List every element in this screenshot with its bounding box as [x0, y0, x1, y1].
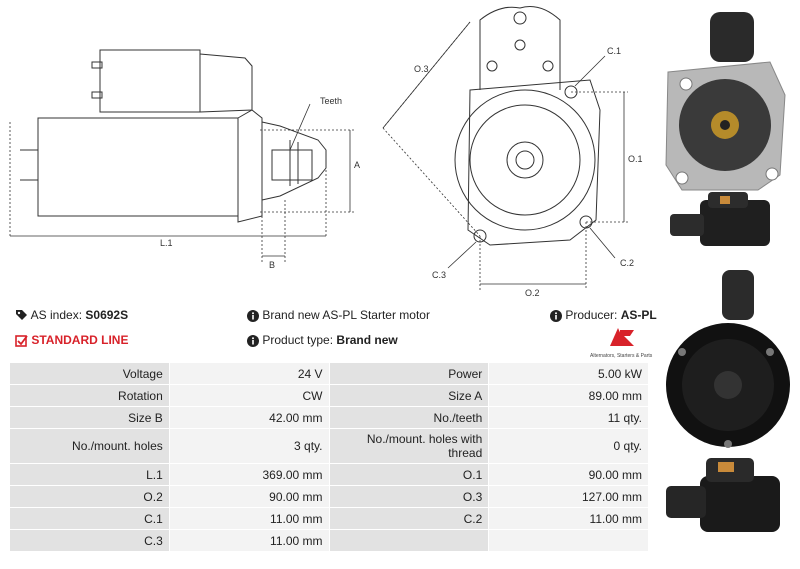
photo-side-1 [670, 192, 770, 246]
label-teeth: Teeth [320, 96, 342, 106]
label-b: B [269, 260, 275, 270]
spec-key: L.1 [10, 464, 169, 485]
technical-drawing: L.1 B A Teeth O.2 O.1 O.3 C.1 C.2 C [9, 6, 643, 298]
spec-value: 3 qty. [169, 429, 329, 463]
label-a: A [354, 160, 360, 170]
spec-value: 11.00 mm [169, 508, 329, 529]
photo-front-flange [665, 12, 786, 191]
tag-icon [16, 310, 27, 321]
spec-key: No./mount. holes [10, 429, 169, 463]
spec-value: 11 qty. [489, 407, 648, 428]
product-type-value: Brand new [336, 333, 398, 347]
product-type-label: Product type: [262, 333, 334, 347]
logo-tagline: Alternators, Starters & Parts [590, 353, 653, 359]
label-o2: O.2 [525, 288, 540, 298]
product-type-row: Product type: Brand new [247, 333, 398, 347]
label-c1: C.1 [607, 46, 621, 56]
as-index-value: S0692S [85, 308, 129, 322]
spec-value [489, 530, 648, 551]
spec-key: No./mount. holes with thread [329, 429, 489, 463]
spec-value: 5.00 kW [489, 363, 648, 384]
producer-label: Producer: [565, 308, 618, 322]
spec-value: 24 V [169, 363, 329, 384]
info-icon [247, 334, 259, 347]
spec-key: C.3 [10, 530, 169, 551]
label-o1: O.1 [628, 154, 643, 164]
spec-value: 89.00 mm [489, 385, 648, 406]
spec-value: 0 qty. [489, 429, 648, 463]
as-logo-icon [610, 328, 634, 346]
photo-side-2 [666, 458, 780, 532]
as-index-label: AS index: [30, 308, 83, 322]
spec-key: O.3 [329, 486, 489, 507]
spec-value: 90.00 mm [489, 464, 648, 485]
spec-key: No./teeth [329, 407, 489, 428]
as-pl-logo: Alternators, Starters & Parts [590, 326, 653, 359]
producer-value: AS-PL [620, 308, 657, 322]
spec-value: 127.00 mm [489, 486, 648, 507]
spec-key: C.2 [329, 508, 489, 529]
label-c3: C.3 [432, 270, 446, 280]
description-text: Brand new AS-PL Starter motor [262, 308, 430, 322]
as-index-row: AS index: S0692S [15, 308, 128, 322]
spec-value: 42.00 mm [169, 407, 329, 428]
spec-value: 369.00 mm [169, 464, 329, 485]
spec-key: O.2 [10, 486, 169, 507]
standard-line-label: STANDARD LINE [31, 333, 129, 347]
spec-key: Size B [10, 407, 169, 428]
info-icon [550, 309, 562, 322]
standard-line-row: STANDARD LINE [15, 333, 129, 348]
info-icon [247, 309, 259, 322]
check-square-icon [15, 335, 28, 348]
spec-key: Power [329, 363, 489, 384]
product-photos [665, 12, 790, 532]
label-c2: C.2 [620, 258, 634, 268]
spec-key: Voltage [10, 363, 169, 384]
spec-key: O.1 [329, 464, 489, 485]
producer-row: Producer: AS-PL [550, 308, 657, 322]
photo-rear [666, 270, 790, 448]
spec-value: 11.00 mm [489, 508, 648, 529]
description-row: Brand new AS-PL Starter motor [247, 308, 430, 322]
side-motor-body [37, 117, 239, 217]
spec-key [329, 530, 489, 551]
label-o3: O.3 [414, 64, 429, 74]
side-solenoid [99, 49, 201, 113]
spec-key: Size A [329, 385, 489, 406]
spec-value: 11.00 mm [169, 530, 329, 551]
spec-value: CW [169, 385, 329, 406]
spec-key: Rotation [10, 385, 169, 406]
spec-key: C.1 [10, 508, 169, 529]
spec-value: 90.00 mm [169, 486, 329, 507]
label-l1: L.1 [160, 238, 173, 248]
front-flange [467, 79, 601, 246]
